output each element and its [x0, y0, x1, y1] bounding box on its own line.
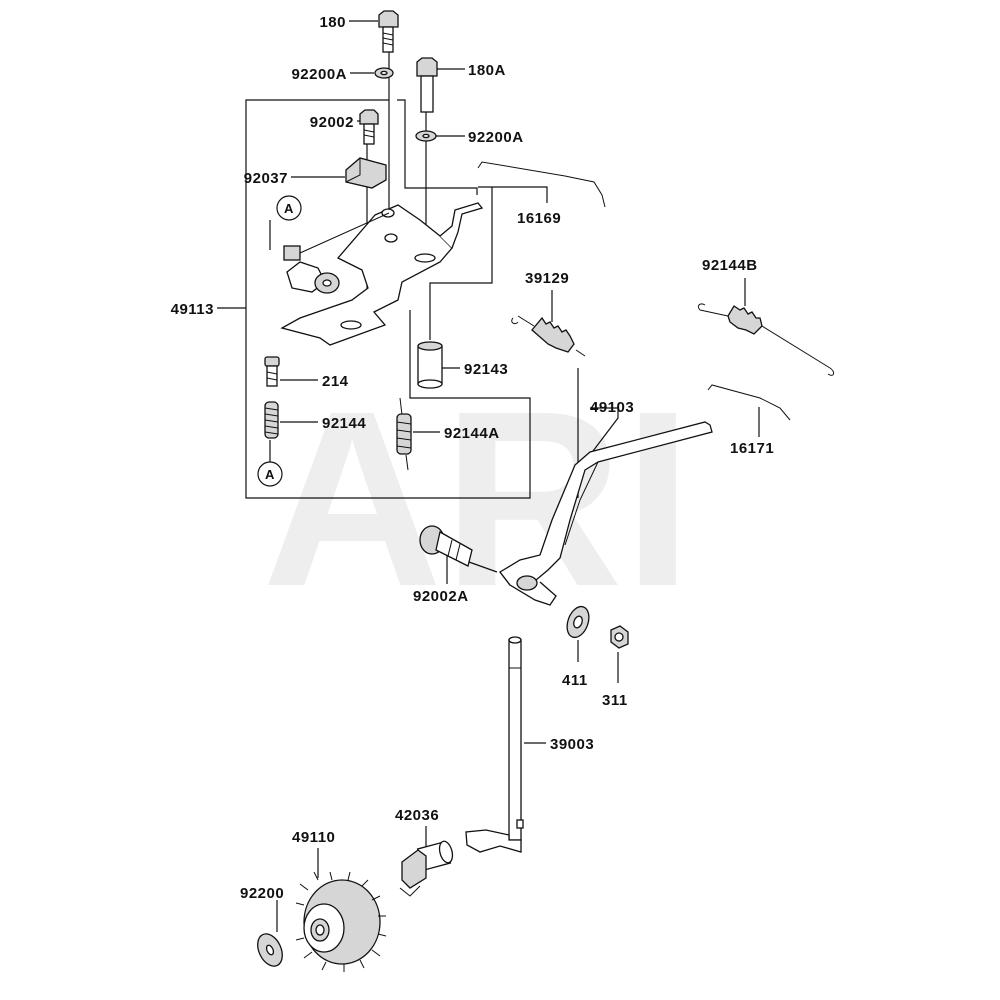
bolt-180A — [416, 57, 438, 113]
spring-92144A — [396, 397, 412, 471]
callout-16169: 16169 — [517, 210, 561, 227]
callout-411: 411 — [562, 672, 588, 689]
ref-label-a-top: A — [284, 201, 294, 216]
washer-92200 — [257, 933, 283, 967]
spring-39129 — [511, 315, 586, 357]
callout-92144B: 92144B — [702, 257, 758, 274]
assembly-box-49113 — [245, 99, 531, 499]
ref-label-a-bottom: A — [265, 467, 275, 482]
callout-92200A-top: 92200A — [291, 66, 347, 83]
clip-92037 — [345, 157, 387, 189]
spring-92144B — [697, 303, 835, 376]
arm-49103 — [499, 421, 713, 606]
gear-49110 — [295, 871, 387, 972]
bolt-92002 — [359, 109, 379, 145]
callout-311: 311 — [602, 692, 628, 709]
callout-180: 180 — [319, 14, 346, 31]
bushing-42036 — [399, 840, 454, 897]
callout-92200A-right: 92200A — [468, 129, 524, 146]
callout-49103: 49103 — [590, 399, 634, 416]
callout-92037: 92037 — [244, 170, 288, 187]
rod-16171 — [707, 384, 791, 421]
callout-49110: 49110 — [292, 829, 335, 846]
ref-circle-a-bottom: A — [257, 461, 283, 487]
washer-411 — [566, 605, 590, 639]
callout-16171: 16171 — [730, 440, 774, 457]
callout-92002A: 92002A — [413, 588, 469, 605]
callout-92144: 92144 — [322, 415, 366, 432]
callout-180A: 180A — [468, 62, 506, 79]
callout-92002: 92002 — [310, 114, 354, 131]
screw-214 — [264, 356, 280, 387]
callout-39003: 39003 — [550, 736, 594, 753]
nut-311 — [610, 625, 629, 649]
bolt-180 — [378, 10, 399, 53]
shaft-39003 — [465, 636, 524, 853]
rod-16169 — [477, 161, 606, 208]
callout-92200: 92200 — [240, 885, 284, 902]
callout-49113: 49113 — [171, 301, 214, 318]
callout-214: 214 — [322, 373, 349, 390]
callout-39129: 39129 — [525, 270, 569, 287]
callout-42036: 42036 — [395, 807, 439, 824]
bolt-92002A — [419, 525, 473, 567]
spring-92144 — [264, 401, 279, 439]
bracket-49113 — [280, 202, 484, 346]
ref-circle-a-top: A — [276, 195, 302, 221]
pin-92143 — [417, 341, 443, 389]
callout-92144A: 92144A — [444, 425, 500, 442]
callout-92143: 92143 — [464, 361, 508, 378]
